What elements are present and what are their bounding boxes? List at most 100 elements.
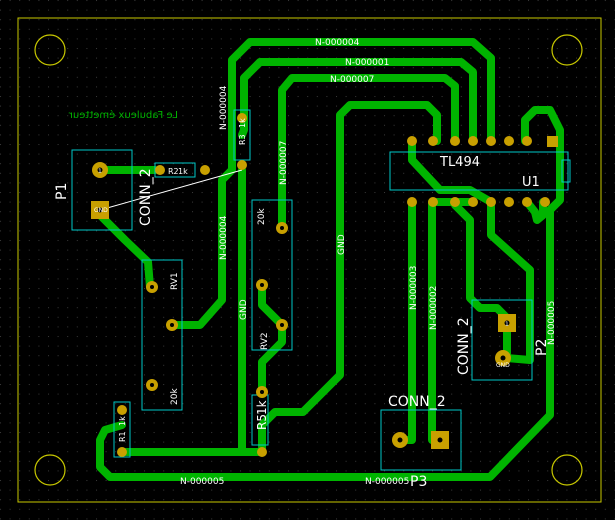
- silkscreen-outlines: [71, 109, 571, 471]
- r5-value: 1k: [255, 400, 269, 415]
- mounting-hole-bottom-left: [34, 454, 66, 486]
- u1-notch: [561, 159, 571, 183]
- component-text: P1 CONN_2 P2 CONN_2 CONN_2 P3 TL494 U1 R…: [54, 118, 550, 490]
- pad-hole: [397, 437, 403, 443]
- track-r1-loop: [96, 421, 409, 481]
- pad-u1[interactable]: [540, 197, 550, 207]
- r3-ref: R3: [238, 134, 247, 145]
- mounting-holes: [34, 34, 583, 486]
- mounting-hole-top-right: [551, 34, 583, 66]
- p3-outline: [380, 409, 462, 471]
- pad-labels: 1 GND 1 GND: [94, 168, 510, 369]
- rv2-outline: [251, 199, 293, 351]
- pad-u1[interactable]: [407, 136, 417, 146]
- pad-hole: [97, 167, 103, 173]
- pad-u1[interactable]: [522, 197, 532, 207]
- pad-r1-2[interactable]: [117, 447, 127, 457]
- pad-u1[interactable]: [450, 197, 460, 207]
- pad-r1-1[interactable]: [117, 405, 127, 415]
- pad-r3-1[interactable]: [237, 113, 247, 123]
- pad-u1[interactable]: [450, 136, 460, 146]
- p3-ref: P3: [410, 474, 427, 490]
- pad-u1[interactable]: [407, 197, 417, 207]
- net-label: N-000005: [180, 477, 224, 487]
- p2-value: CONN_2: [456, 317, 472, 375]
- net-label: GND: [239, 299, 249, 320]
- pad-u1[interactable]: [468, 197, 478, 207]
- pad-u1-1[interactable]: [547, 136, 558, 147]
- track-u1-right: [487, 198, 534, 364]
- u1-ref: U1: [522, 175, 540, 190]
- rv1-value: 20k: [170, 388, 180, 405]
- pad-r2-2[interactable]: [200, 165, 210, 175]
- net-label: N-000005: [365, 477, 409, 487]
- mounting-hole-top-left: [34, 34, 66, 66]
- pad-label: GND: [94, 207, 108, 214]
- r1-value: 1k: [118, 416, 127, 426]
- pad-hole: [280, 323, 284, 327]
- p1-outline: [71, 149, 133, 231]
- net-label: N-000005: [547, 301, 557, 345]
- r2-ref: R2: [168, 167, 179, 176]
- net-label: N-000004: [219, 85, 229, 130]
- pads: [91, 113, 558, 457]
- r5-ref: R5: [255, 414, 269, 430]
- net-label: N-000001: [345, 58, 389, 68]
- pad-r5-2[interactable]: [257, 447, 267, 457]
- rv1-outline: [141, 259, 183, 411]
- pad-hole: [260, 390, 264, 394]
- pad-hole: [150, 285, 154, 289]
- net-labels: N-000004 N-000001 N-000007 N-000004 N-00…: [180, 38, 557, 487]
- p3-value: CONN_2: [388, 394, 446, 410]
- r3-value: 1k: [238, 118, 247, 128]
- p2-outline: [471, 299, 533, 381]
- pad-u1[interactable]: [428, 197, 438, 207]
- pad-u1[interactable]: [486, 197, 496, 207]
- track-n000001: [238, 58, 477, 145]
- pad-hole: [170, 323, 174, 327]
- pad-hole: [97, 207, 103, 213]
- pad-hole: [260, 283, 264, 287]
- p2-ref: P2: [534, 339, 550, 356]
- pad-hole: [150, 383, 154, 387]
- u1-pads-top: [407, 136, 558, 147]
- net-label: N-000007: [279, 141, 289, 185]
- track-u1-bottom-right: [523, 198, 547, 224]
- pad-hole: [500, 355, 506, 361]
- track-gnd-rv2: [258, 281, 286, 396]
- pad-hole: [504, 320, 510, 326]
- net-label: N-000002: [429, 286, 439, 330]
- pad-label: GND: [496, 362, 510, 369]
- net-label: GND: [337, 234, 347, 255]
- track-n000005: [401, 106, 564, 481]
- net-label: N-000007: [330, 75, 374, 85]
- pad-label: 1: [98, 168, 102, 175]
- track-n000004-top: [168, 38, 495, 329]
- track-n000007: [278, 74, 459, 232]
- p1-ref: P1: [54, 183, 70, 200]
- pad-hole: [437, 437, 443, 443]
- pad-r3-2[interactable]: [237, 160, 247, 170]
- rv2-value: 20k: [257, 208, 267, 225]
- mounting-hole-bottom-right: [551, 454, 583, 486]
- pad-u1[interactable]: [522, 136, 532, 146]
- pad-u1[interactable]: [504, 136, 514, 146]
- u1-pads-bottom: [407, 197, 550, 207]
- r2-value: 1k: [178, 167, 188, 176]
- pad-hole: [280, 226, 284, 230]
- pad-r2-1[interactable]: [155, 165, 165, 175]
- pad-u1[interactable]: [486, 136, 496, 146]
- u1-outline: [389, 151, 569, 191]
- p1-value: CONN_2: [138, 168, 154, 226]
- net-label: N-000004: [315, 38, 360, 48]
- pad-u1[interactable]: [504, 197, 514, 207]
- rv1-ref: RV1: [170, 272, 180, 290]
- net-label: N-000003: [409, 266, 419, 310]
- board-title: Le Fabuleux émetteur: [68, 109, 178, 121]
- ratsnest-line: [99, 169, 243, 211]
- pad-u1[interactable]: [468, 136, 478, 146]
- u1-value: TL494: [439, 155, 480, 170]
- pad-u1[interactable]: [428, 136, 438, 146]
- net-label: N-000004: [219, 215, 229, 260]
